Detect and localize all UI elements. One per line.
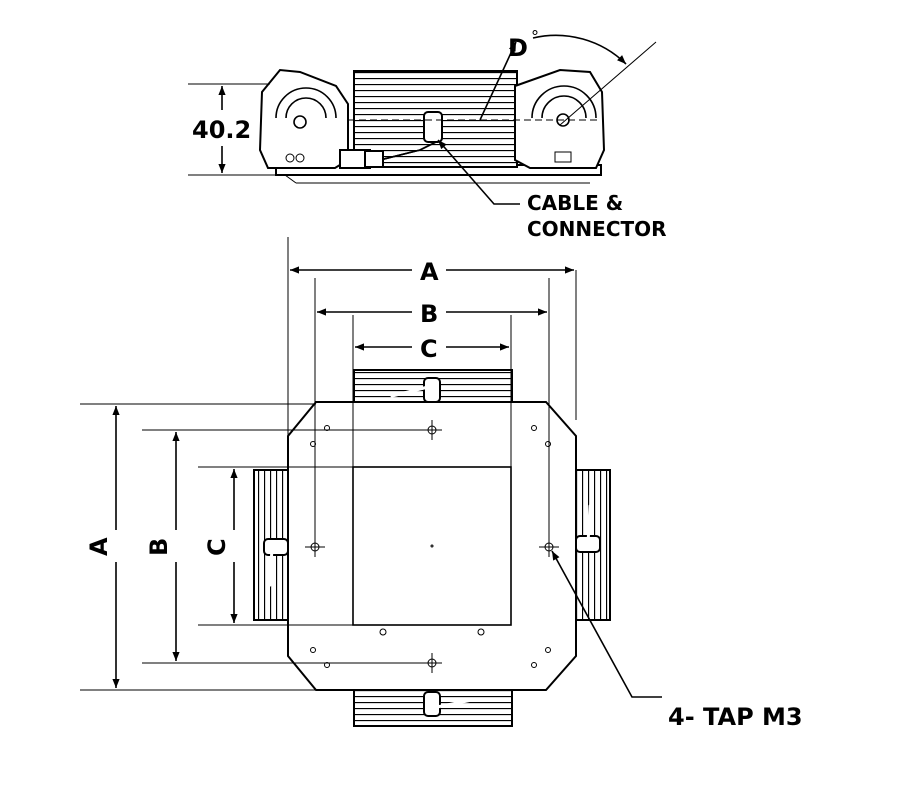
plate-holes bbox=[310, 425, 551, 668]
side-strain-relief bbox=[423, 111, 443, 143]
height-dim-value: 40.2 bbox=[192, 116, 251, 144]
side-right-housing bbox=[514, 68, 606, 169]
gland-south bbox=[423, 691, 474, 717]
degree-symbol: ° bbox=[531, 27, 539, 46]
tap-note: 4- TAP M3 bbox=[668, 703, 803, 731]
gland-north bbox=[390, 377, 441, 403]
dim-c-horizontal-label: C bbox=[420, 335, 438, 363]
center-window bbox=[352, 466, 512, 626]
main-plate bbox=[287, 401, 577, 691]
dim-b-horizontal-label: B bbox=[420, 300, 438, 328]
cable-label-line2: CONNECTOR bbox=[527, 217, 667, 241]
tap-leader bbox=[551, 550, 662, 698]
tap-hole-south bbox=[422, 653, 442, 673]
side-view: D ° 40.2 CABLE & CONNECTOR bbox=[188, 27, 667, 241]
top-view: A B C A B C 4- TAP M3 bbox=[80, 237, 803, 731]
angle-label: D bbox=[508, 34, 528, 62]
angle-arc bbox=[532, 34, 627, 65]
gland-east bbox=[575, 504, 601, 553]
tap-hole-west bbox=[305, 537, 325, 557]
cable-leader bbox=[437, 139, 520, 205]
dim-a-horizontal-label: A bbox=[420, 258, 439, 286]
dim-a-vertical-label: A bbox=[85, 537, 113, 556]
tap-hole-east bbox=[539, 537, 559, 557]
tap-hole-north bbox=[422, 420, 442, 440]
dim-c-vertical-label: C bbox=[203, 538, 231, 556]
dim-b-vertical-label: B bbox=[145, 538, 173, 556]
side-left-housing bbox=[258, 68, 349, 169]
cable-label-line1: CABLE & bbox=[527, 191, 623, 215]
gland-west bbox=[263, 538, 289, 587]
